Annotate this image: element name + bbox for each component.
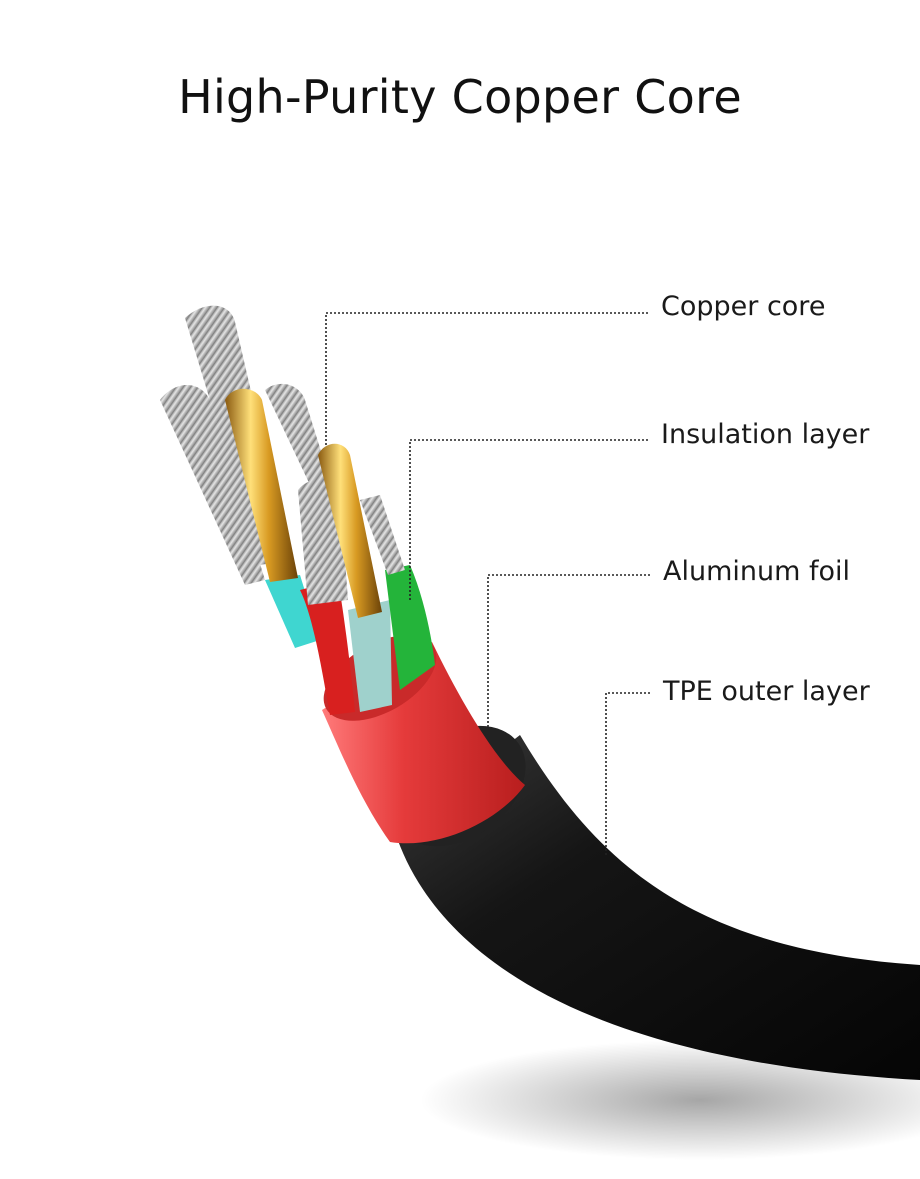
wire-cyan (265, 575, 320, 648)
leader-tpe-outer-layer (605, 692, 650, 855)
leader-aluminum-foil (487, 574, 650, 735)
wire-red (300, 580, 355, 715)
label-tpe-outer-layer: TPE outer layer (663, 676, 870, 707)
gold-conductor-1 (225, 388, 298, 582)
page-title: High-Purity Copper Core (178, 70, 742, 124)
wire-lightblue (348, 600, 392, 712)
wire-green (385, 565, 435, 690)
cable-shadow (420, 1040, 920, 1160)
copper-strand-5 (360, 495, 405, 575)
label-aluminum-foil: Aluminum foil (663, 556, 851, 587)
tpe-outer-jacket (395, 735, 920, 1080)
label-copper-core: Copper core (661, 291, 826, 322)
leader-insulation-layer (409, 439, 650, 600)
gold-conductor-2 (318, 443, 382, 618)
copper-strand-1 (160, 385, 265, 585)
label-insulation-layer: Insulation layer (661, 419, 870, 450)
leader-copper-core (325, 312, 650, 445)
copper-strand-3 (265, 383, 330, 485)
